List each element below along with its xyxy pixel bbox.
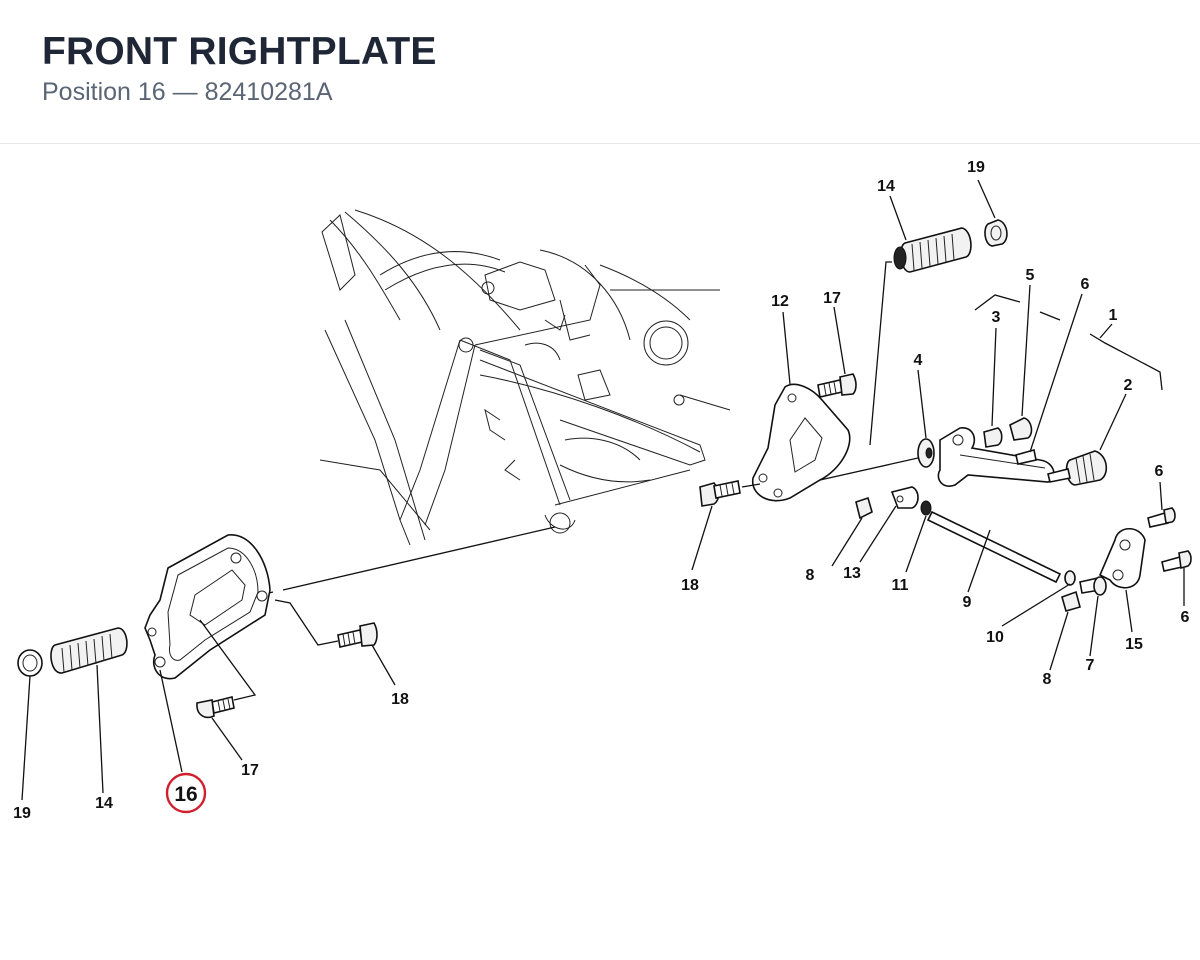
left-leaders bbox=[21, 644, 396, 801]
callout-4[interactable]: 4 bbox=[914, 352, 923, 369]
callout-10[interactable]: 10 bbox=[986, 629, 1004, 646]
right-leaders bbox=[691, 179, 1185, 671]
callout-2[interactable]: 2 bbox=[1124, 377, 1133, 394]
callout-15[interactable]: 15 bbox=[1125, 636, 1143, 653]
callout-9[interactable]: 9 bbox=[963, 594, 972, 611]
callout-12[interactable]: 12 bbox=[771, 293, 789, 310]
callout-18-left[interactable]: 18 bbox=[391, 691, 409, 708]
callout-1[interactable]: 1 bbox=[1109, 307, 1118, 324]
callout-13[interactable]: 13 bbox=[843, 565, 861, 582]
assembly-axis-line bbox=[264, 526, 556, 595]
callout-19-left[interactable]: 19 bbox=[13, 805, 31, 822]
callout-14-top[interactable]: 14 bbox=[877, 178, 895, 195]
group-bracket-1 bbox=[974, 294, 1163, 391]
bolt-17-right-part bbox=[817, 373, 857, 398]
plate-12-part bbox=[752, 383, 851, 502]
washer-11-part bbox=[920, 500, 932, 516]
callout-19-top[interactable]: 19 bbox=[967, 159, 985, 176]
pin-3-part bbox=[983, 427, 1003, 448]
callout-6-top[interactable]: 6 bbox=[1081, 276, 1090, 293]
bolt-18-part bbox=[337, 622, 378, 648]
bolt-18-right-part bbox=[699, 480, 741, 507]
bolt-5-part bbox=[1009, 417, 1033, 441]
page-title: FRONT RIGHTPLATE bbox=[42, 30, 437, 73]
rod-9-part bbox=[926, 510, 1062, 584]
rubber-2-part bbox=[1047, 450, 1108, 486]
footpeg-rubber-top-part bbox=[893, 227, 972, 273]
right-assembly bbox=[699, 219, 1192, 612]
callout-3[interactable]: 3 bbox=[992, 309, 1001, 326]
pin-6-part bbox=[1015, 448, 1037, 465]
callout-8-upper[interactable]: 8 bbox=[806, 567, 815, 584]
callout-8-lower[interactable]: 8 bbox=[1043, 671, 1052, 688]
link-13-part bbox=[890, 486, 919, 509]
callout-17-right[interactable]: 17 bbox=[823, 290, 841, 307]
frame-sketch bbox=[319, 209, 731, 546]
plug-top-part bbox=[984, 219, 1008, 247]
page-subtitle: Position 16 — 82410281A bbox=[42, 78, 333, 106]
nut-8-lower-part bbox=[1061, 590, 1081, 612]
plug-part bbox=[17, 649, 43, 677]
left-assembly bbox=[17, 534, 378, 719]
callout-14-left[interactable]: 14 bbox=[95, 795, 113, 812]
callout-5[interactable]: 5 bbox=[1026, 267, 1035, 284]
callout-6-mid[interactable]: 6 bbox=[1155, 463, 1164, 480]
callout-17-left[interactable]: 17 bbox=[241, 762, 259, 779]
nut-8-part bbox=[855, 496, 873, 520]
bolt-6-lower-part bbox=[1161, 555, 1183, 572]
callout-labels: 19 14 16 17 18 19 14 12 17 18 4 3 5 6 1 … bbox=[13, 159, 1189, 822]
highlight-ring bbox=[165, 772, 207, 814]
washer-10-part bbox=[1064, 570, 1076, 586]
front-right-plate-part bbox=[144, 534, 271, 680]
callout-11[interactable]: 11 bbox=[892, 577, 909, 594]
bolt-17-part bbox=[196, 696, 235, 719]
callout-6-right[interactable]: 6 bbox=[1181, 609, 1190, 626]
callout-16-highlighted[interactable]: 16 bbox=[174, 783, 197, 806]
footpeg-rubber-part bbox=[50, 627, 128, 674]
callout-7[interactable]: 7 bbox=[1086, 657, 1095, 674]
callout-18-right[interactable]: 18 bbox=[681, 577, 699, 594]
page-header: FRONT RIGHTPLATE Position 16 — 82410281A bbox=[0, 0, 1200, 144]
linkage-15-part bbox=[1098, 527, 1146, 589]
